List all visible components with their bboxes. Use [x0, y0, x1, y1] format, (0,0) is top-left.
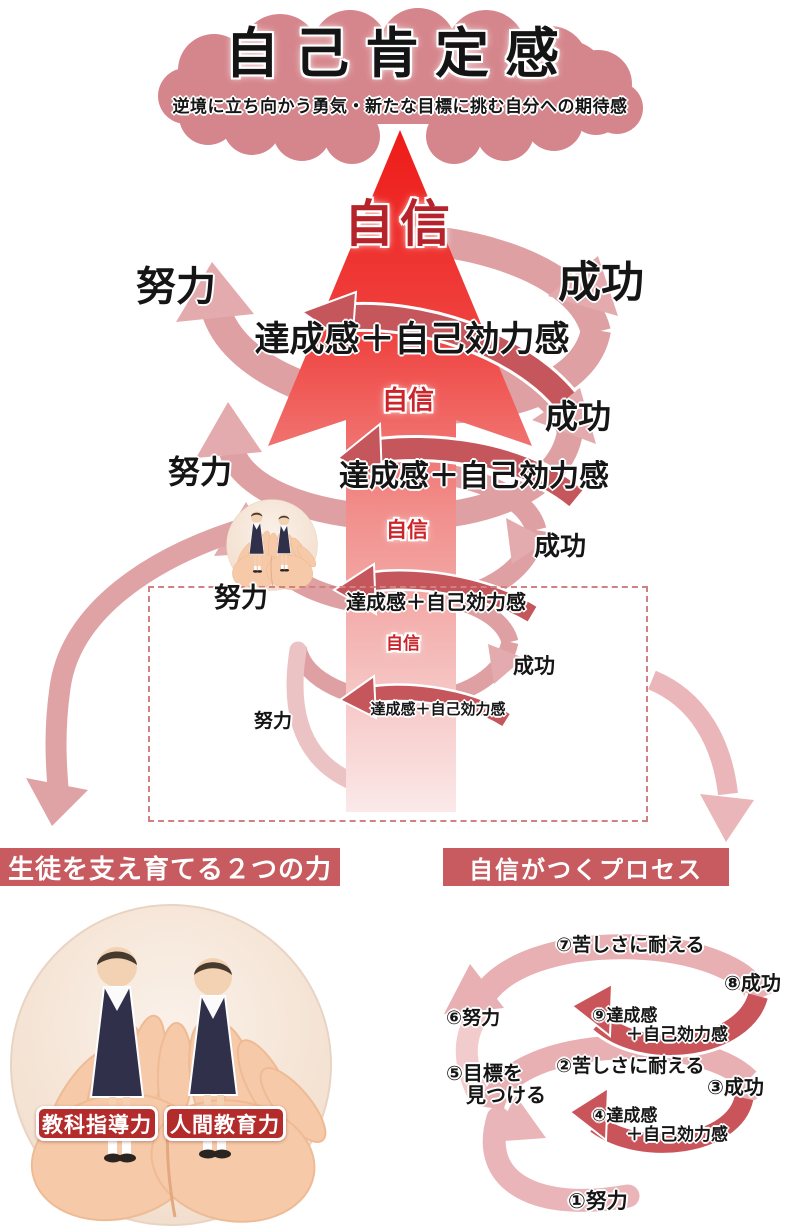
badge-human-education: 人間教育力 — [164, 1106, 286, 1141]
cycle1-success-label: 成功 — [558, 258, 644, 308]
cycle3-effort-label: 努力 — [214, 583, 268, 614]
spiral-dark-arrows — [299, 290, 585, 729]
process-step-2: ②苦しさに耐える — [556, 1055, 705, 1077]
right-section-header: 自信がつくプロセス — [443, 848, 729, 886]
students-photo-large — [9, 903, 338, 1227]
dashed-cycle-box — [148, 586, 648, 822]
page-title: 自己肯定感 — [225, 22, 575, 85]
cycle3-confidence-label: 自信 — [386, 518, 428, 542]
process-step-6: ⑥努力 — [446, 1007, 501, 1029]
process-step-4: ④達成感 ＋自己効力感 — [592, 1106, 728, 1146]
cycle1-achievement-label: 達成感＋自己効力感 — [254, 320, 570, 360]
process-step-8: ⑧成功 — [724, 971, 781, 995]
process-step-1: ①努力 — [568, 1189, 628, 1213]
cloud-shape — [158, 8, 643, 164]
page-subtitle: 逆境に立ち向かう勇気・新たな目標に挑む自分への期待感 — [172, 97, 628, 117]
cycle4-success-label: 成功 — [513, 654, 555, 678]
right-curve-arrow — [647, 670, 754, 842]
left-section-header: 生徒を支え育てる２つの力 — [0, 848, 340, 886]
cycle2-achievement-label: 達成感＋自己効力感 — [339, 459, 609, 494]
process-step-9: ⑨達成感 ＋自己効力感 — [592, 1006, 728, 1046]
cycle4-effort-label: 努力 — [254, 710, 293, 732]
cycle3-achievement-label: 達成感＋自己効力感 — [346, 590, 526, 614]
cycle1-confidence-label: 自信 — [344, 195, 456, 253]
cycle4-achievement-label: 達成感＋自己効力感 — [370, 700, 506, 718]
cycle2-effort-label: 努力 — [168, 453, 233, 491]
students-photo-small — [226, 499, 320, 594]
cycle2-success-label: 成功 — [545, 397, 611, 436]
badge-subject-instruction: 教科指導力 — [36, 1106, 158, 1141]
cycle2-confidence-label: 自信 — [381, 386, 435, 416]
process-step-5: ⑤目標を 見つける — [446, 1061, 546, 1108]
process-spiral — [444, 934, 772, 1212]
cycle1-effort-label: 努力 — [136, 264, 216, 310]
process-step-3: ③成功 — [707, 1075, 764, 1099]
cycle3-success-label: 成功 — [534, 532, 587, 562]
left-curve-arrow — [26, 515, 255, 826]
process-step-7: ⑦苦しさに耐える — [556, 934, 705, 956]
cycle4-confidence-label: 自信 — [386, 634, 420, 654]
